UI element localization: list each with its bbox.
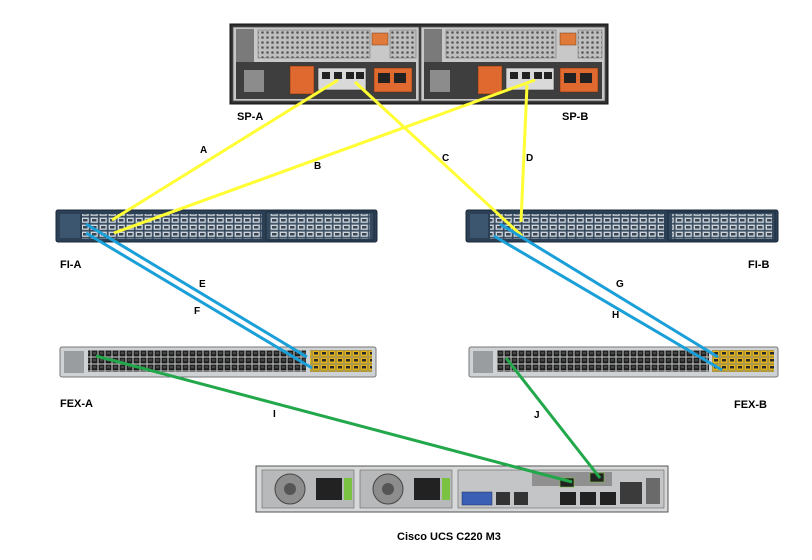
- link-a: [111, 78, 339, 222]
- fex-a-label: FEX-A: [60, 398, 93, 410]
- link-c: [353, 80, 524, 238]
- link-label-f: F: [194, 306, 200, 317]
- fex-a: [59, 346, 377, 378]
- link-label-g: G: [616, 279, 624, 290]
- link-e: [85, 222, 308, 359]
- link-label-b: B: [314, 161, 321, 172]
- link-j: [504, 357, 602, 479]
- fabric-interconnect-a: [55, 209, 378, 243]
- link-label-a: A: [200, 145, 207, 156]
- cisco-ucs-server: [255, 465, 669, 513]
- link-f: [85, 231, 313, 370]
- link-i: [95, 354, 573, 484]
- link-b: [113, 78, 536, 235]
- storage-array: [229, 23, 609, 105]
- fex-b-label: FEX-B: [734, 399, 767, 411]
- fi-b-label: FI-B: [748, 259, 769, 271]
- link-label-e: E: [199, 279, 206, 290]
- sp-b-label: SP-B: [562, 111, 588, 123]
- link-label-c: C: [442, 153, 449, 164]
- sp-a-label: SP-A: [237, 111, 263, 123]
- fex-b: [468, 346, 779, 378]
- link-label-d: D: [526, 153, 533, 164]
- link-label-h: H: [612, 310, 619, 321]
- fabric-interconnect-b: [465, 209, 779, 243]
- storage-processor-b: [420, 26, 606, 102]
- links-layer: [85, 78, 723, 484]
- link-d: [519, 84, 529, 223]
- storage-processor-a: [232, 26, 420, 102]
- link-label-i: I: [273, 409, 276, 420]
- link-label-j: J: [534, 410, 540, 421]
- fi-a-label: FI-A: [60, 259, 81, 271]
- link-h: [493, 234, 723, 372]
- server-label: Cisco UCS C220 M3: [397, 531, 501, 543]
- link-g: [499, 222, 719, 359]
